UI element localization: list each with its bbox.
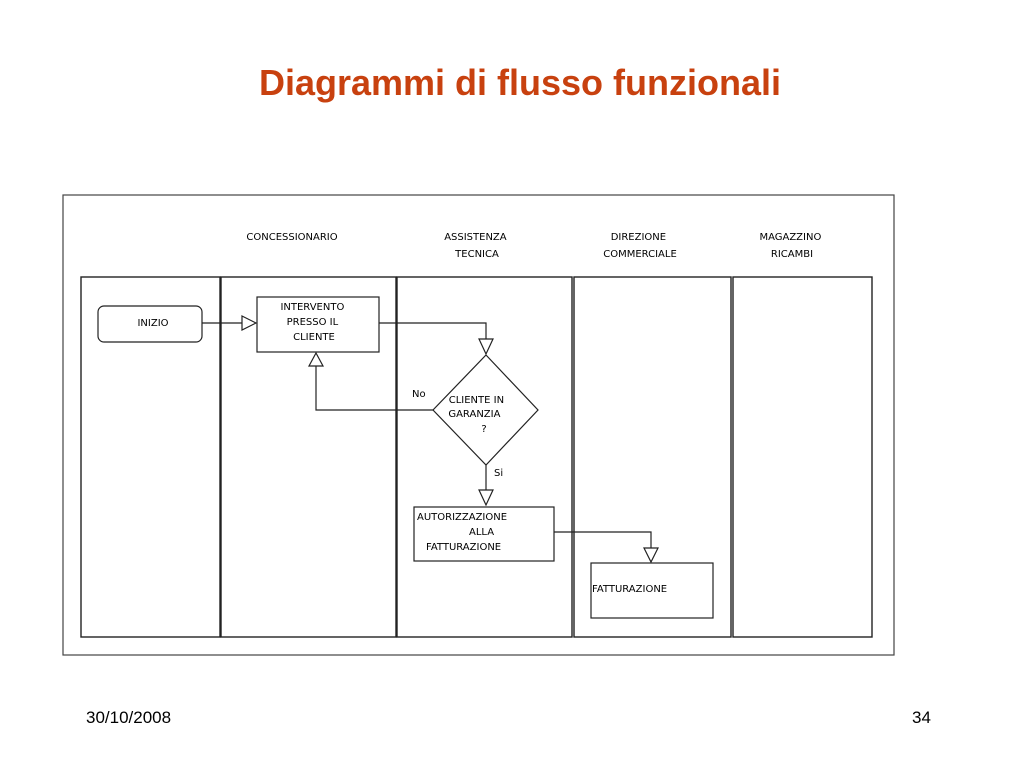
intervento-node	[256, 296, 380, 353]
arrowhead-down-icon	[478, 338, 494, 356]
edge-label-si: Si	[494, 468, 503, 479]
edge-intervento-decision	[379, 322, 487, 339]
lane-column-start	[80, 276, 221, 638]
diagram-frame	[62, 194, 895, 656]
lane-header-direzione: DIREZIONE COMMERCIALE	[603, 232, 677, 260]
edge-decision-no	[315, 365, 433, 411]
autorizzazione-node-label: AUTORIZZAZIONE ALLA FATTURAZIONE	[417, 512, 510, 553]
autorizzazione-node	[413, 506, 555, 562]
lane-header-concessionario: CONCESSIONARIO	[246, 232, 337, 243]
arrowhead-down-icon	[643, 547, 659, 564]
lane-header-magazzino: MAGAZZINO RICAMBI	[759, 232, 824, 260]
arrowhead-right-icon	[241, 315, 258, 331]
lane-column-direzione	[573, 276, 732, 638]
lane-column-magazzino	[732, 276, 873, 638]
slide-title: Diagrammi di flusso funzionali	[258, 62, 782, 103]
intervento-node-label: INTERVENTO PRESSO IL CLIENTE	[280, 302, 347, 343]
start-node-label: INIZIO	[137, 318, 168, 329]
edge-label-no: No	[412, 389, 426, 400]
lane-header-assistenza: ASSISTENZA TECNICA	[444, 232, 510, 260]
lane-column-assistenza	[396, 276, 573, 638]
arrowhead-up-icon	[307, 351, 325, 367]
decision-node-label: CLIENTE IN GARANZIA ?	[448, 395, 507, 435]
slide-page-number: 34	[912, 708, 931, 727]
slide-date: 30/10/2008	[86, 708, 172, 727]
fatturazione-node	[590, 562, 714, 619]
arrowhead-down-icon	[478, 489, 494, 507]
lane-column-concessionario	[220, 276, 397, 638]
start-node	[97, 305, 203, 343]
fatturazione-node-label: FATTURAZIONE	[592, 584, 667, 595]
edge-autorizzazione-fatturazione	[554, 531, 652, 548]
